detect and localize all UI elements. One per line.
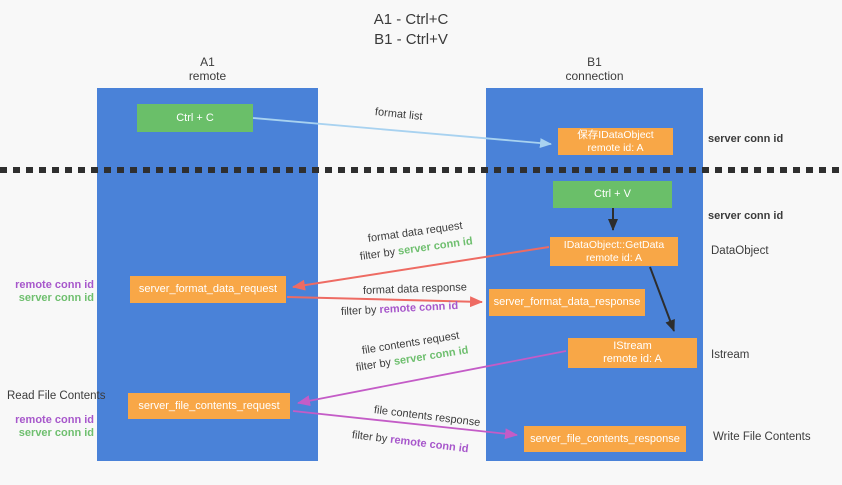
write-file-contents-label: Write File Contents: [713, 431, 811, 443]
node-server-format-data-request: server_format_data_request: [130, 276, 286, 303]
file-conn-id-group: remote conn id server conn id: [0, 414, 94, 440]
node-server-format-data-response-label: server_format_data_response: [493, 296, 641, 308]
node-idataobject-getdata-line2: remote id: A: [585, 251, 643, 264]
node-server-file-contents-response-label: server_file_contents_response: [530, 432, 680, 445]
lane-a1-name: A1: [200, 55, 215, 69]
node-idataobject-getdata: IDataObject::GetData remote id: A: [550, 237, 678, 266]
node-server-file-contents-response: server_file_contents_response: [524, 426, 686, 452]
remote-conn-id-text: remote conn id: [389, 433, 470, 456]
diagram-title: A1 - Ctrl+C B1 - Ctrl+V: [0, 10, 822, 50]
server-conn-id-label: server conn id: [18, 427, 94, 439]
remote-conn-id-label: remote conn id: [15, 279, 94, 291]
read-file-contents-label: Read File Contents: [7, 390, 106, 402]
session-separator-dotted-line: [0, 167, 842, 173]
istream-label: Istream: [711, 349, 750, 361]
remote-conn-id-text: remote conn id: [379, 299, 459, 316]
node-ctrl-c-label: Ctrl + C: [176, 111, 214, 124]
node-ctrl-c: Ctrl + C: [137, 104, 253, 132]
dataobject-label: DataObject: [711, 245, 769, 257]
server-conn-id-label-mid: server conn id: [708, 210, 784, 222]
file-contents-response-label: file contents response: [373, 404, 481, 429]
filter-by-text: filter by: [359, 246, 396, 263]
node-save-idataobject-line2: remote id: A: [587, 141, 644, 154]
node-ctrl-v-label: Ctrl + V: [594, 188, 631, 200]
remote-conn-id-label: remote conn id: [15, 414, 94, 426]
server-conn-id-label-top: server conn id: [708, 133, 784, 145]
node-istream-line2: remote id: A: [603, 353, 662, 365]
node-server-file-contents-request-label: server_file_contents_request: [138, 399, 280, 412]
node-istream: IStream remote id: A: [568, 338, 697, 368]
node-server-format-data-request-label: server_format_data_request: [138, 283, 278, 295]
lane-header-a1: A1 remote: [97, 55, 318, 83]
title-line-1: A1 - Ctrl+C: [373, 11, 449, 28]
format-data-response-label: format data response: [362, 281, 468, 297]
server-conn-id-label: server conn id: [18, 292, 94, 304]
filter-by-text: filter by: [340, 304, 377, 318]
node-ctrl-v: Ctrl + V: [553, 181, 672, 208]
title-line-2: B1 - Ctrl+V: [374, 31, 448, 48]
node-idataobject-getdata-line1: IDataObject::GetData: [563, 238, 665, 251]
lane-b1-subtitle: connection: [565, 69, 624, 83]
node-save-idataobject-line1: 保存IDataObject: [577, 128, 654, 141]
lane-header-b1: B1 connection: [486, 55, 703, 83]
node-server-file-contents-request: server_file_contents_request: [128, 393, 290, 419]
lane-a1-subtitle: remote: [188, 69, 227, 83]
format-list-label: format list: [374, 106, 424, 123]
filter-by-text: filter by: [351, 429, 388, 446]
node-istream-line1: IStream: [613, 340, 652, 352]
lane-b1-name: B1: [587, 55, 602, 69]
node-server-format-data-response: server_format_data_response: [489, 289, 645, 316]
filter-by-text: filter by: [355, 356, 392, 374]
format-conn-id-group: remote conn id server conn id: [0, 279, 94, 305]
node-save-idataobject: 保存IDataObject remote id: A: [558, 128, 673, 155]
